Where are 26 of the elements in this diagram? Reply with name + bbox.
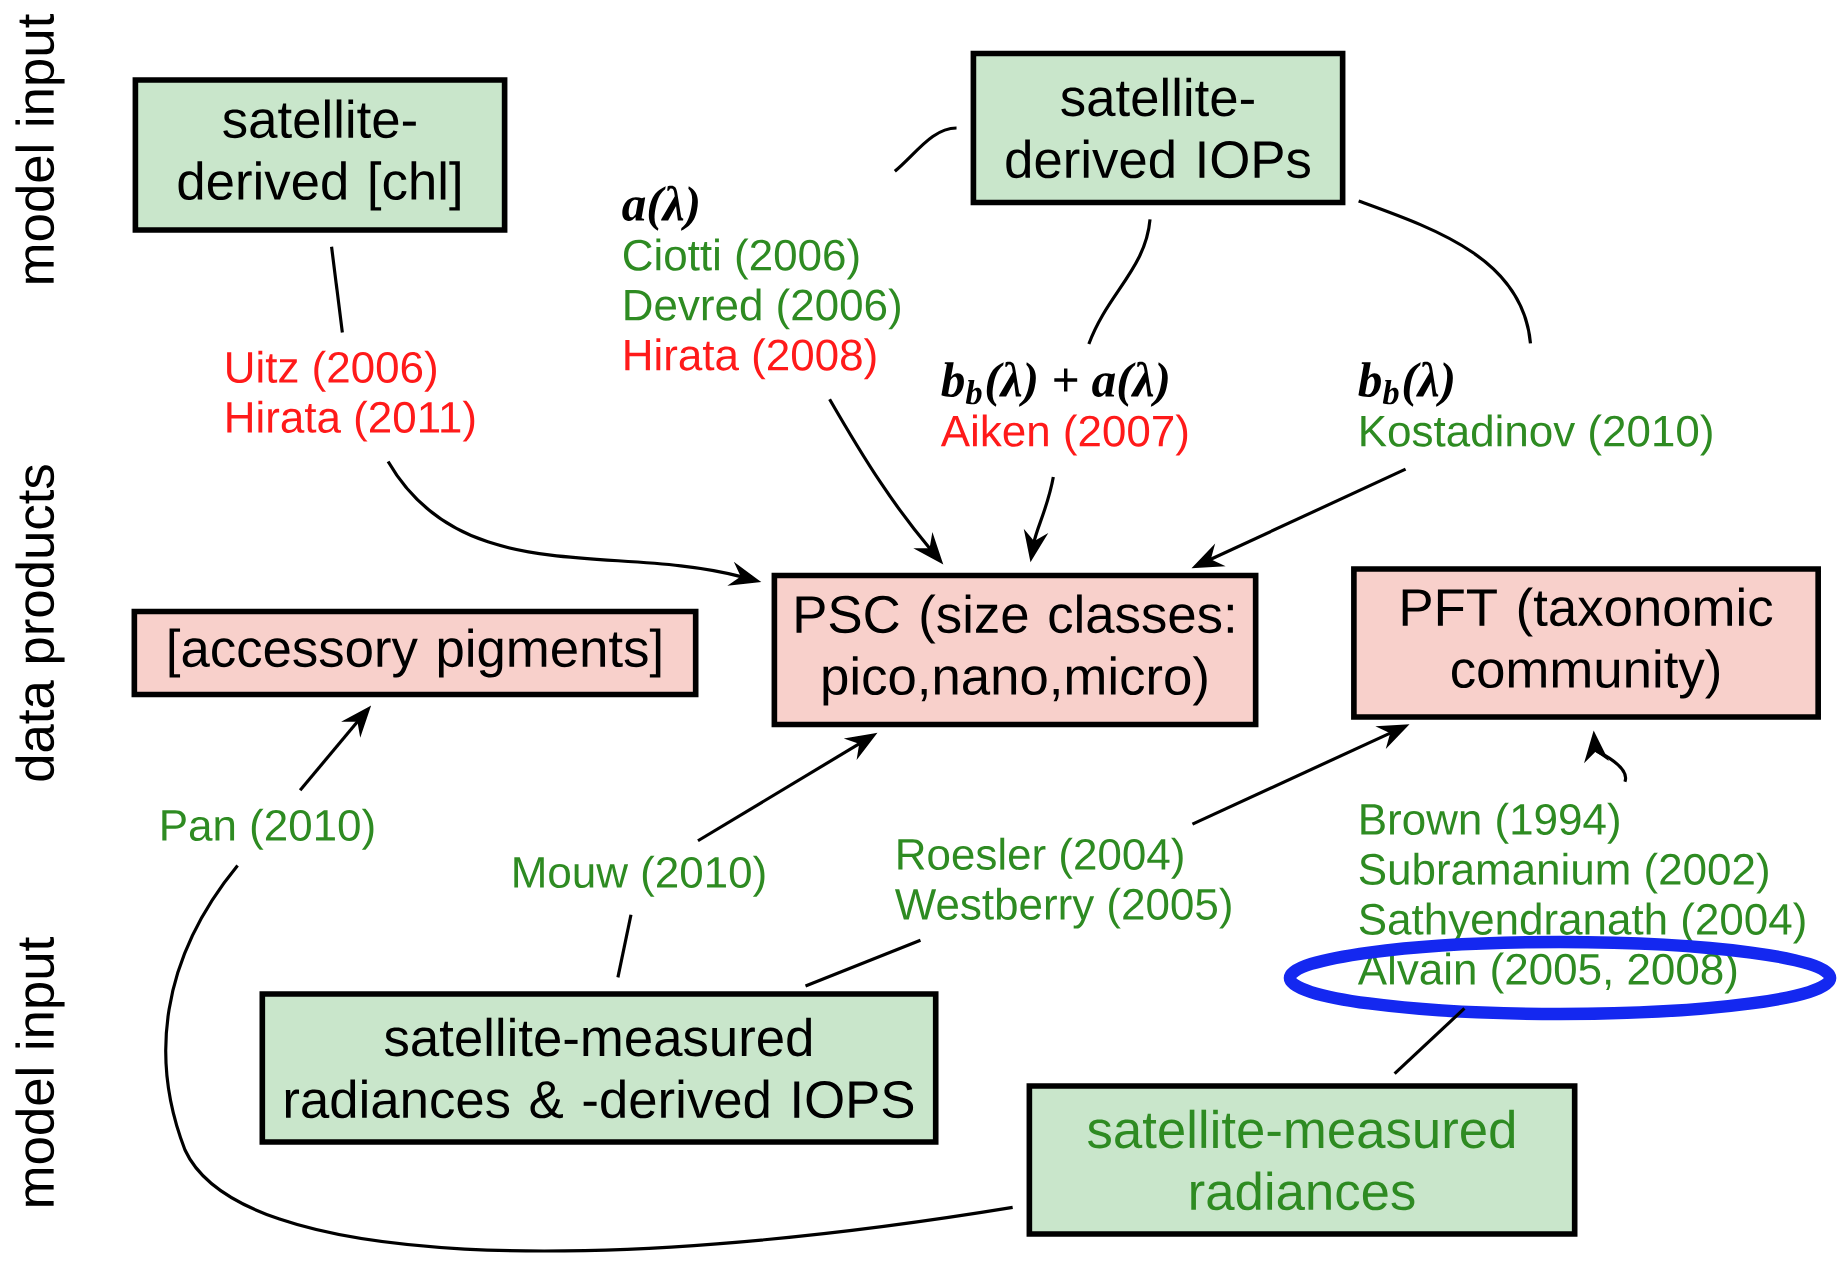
connector-line (330, 246, 344, 333)
citation-text: Roesler (2004) Westberry (2005) (895, 837, 1231, 929)
citation-text: Uitz (2006) Hirata (2011) (227, 350, 475, 442)
connector-line (804, 938, 922, 988)
process-box: satellite-measured radiances & -derived IOPS (259, 991, 939, 1145)
citation-text: Mouw (2010) (514, 855, 765, 897)
connector-line (164, 864, 1013, 1253)
citation-text: b$_{b}$(λ) Kostadinov (2010) (1358, 361, 1712, 456)
process-box: PSC (size classes: pico,nano,micro) (771, 572, 1259, 728)
connector-line (893, 126, 957, 173)
side-label: model input (15, 14, 65, 283)
process-box: PFT (taxonomic community) (1351, 566, 1821, 720)
citation-text: Pan (2010) (162, 808, 374, 850)
side-label: model input (15, 937, 65, 1206)
process-box: satellite-measured radiances (1026, 1083, 1578, 1237)
citation-text: Brown (1994) Subramanium (2002) Sathyendranath (2004) Alvain (2005, 2008) (1357, 802, 1805, 994)
process-box: [accessory pigments] (131, 608, 699, 698)
citation-text: b$_{b}$(λ) + a(λ) Aiken (2007) (940, 361, 1188, 456)
citation-text: a(λ) Ciotti (2006) Devred (2006) Hirata (2008) (622, 185, 900, 380)
connector-line (1087, 219, 1152, 345)
connector-line (1393, 1007, 1466, 1075)
process-box: satellite- derived IOPs (970, 50, 1346, 206)
process-box: satellite- derived [chl] (132, 77, 508, 233)
connector-line (1358, 199, 1532, 344)
connector-line (616, 914, 633, 978)
side-label: data products (15, 465, 65, 781)
